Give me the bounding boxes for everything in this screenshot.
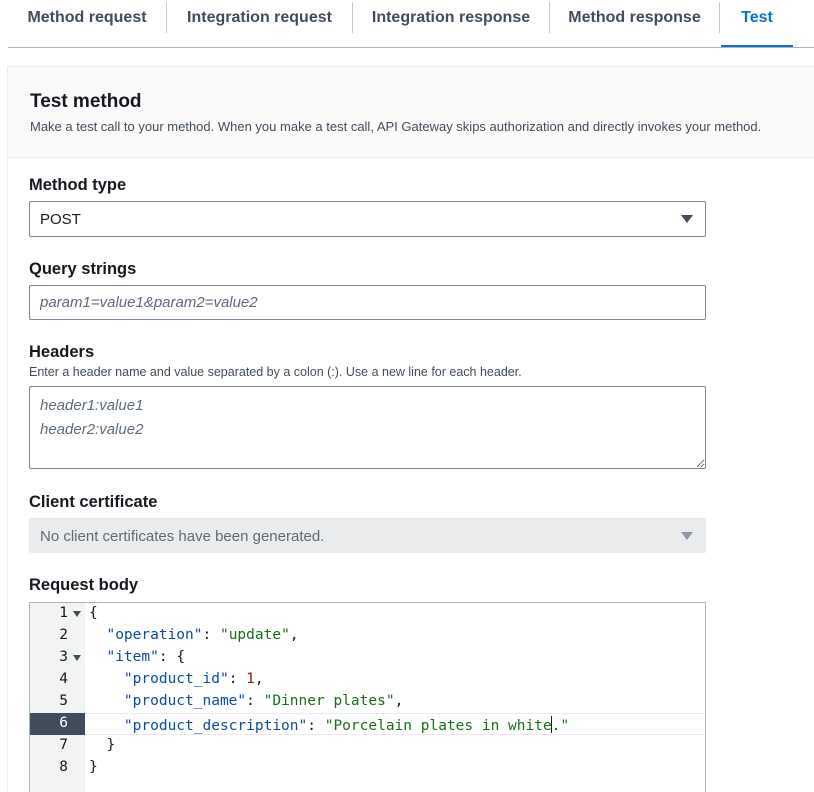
line-number-cell: 5 bbox=[30, 691, 85, 713]
headers-textarea[interactable] bbox=[29, 386, 706, 469]
code-text: } bbox=[106, 737, 116, 753]
tab-test[interactable]: Test bbox=[721, 0, 793, 48]
headers-label: Headers bbox=[29, 343, 95, 361]
code-line[interactable]: 3 "item": { bbox=[30, 647, 705, 669]
client-certificate-select[interactable]: No client certificates have been generat… bbox=[29, 518, 706, 553]
tab-label: Test bbox=[741, 9, 773, 26]
line-number-cell: 6 bbox=[30, 713, 85, 735]
query-strings-input[interactable] bbox=[29, 285, 706, 320]
method-type-value: POST bbox=[40, 211, 81, 228]
code-text: "product_id": 1, bbox=[123, 671, 264, 687]
tab-label: Integration response bbox=[371, 9, 531, 26]
line-number-cell: 7 bbox=[30, 735, 85, 757]
code-text: } bbox=[89, 759, 98, 775]
line-number: 3 bbox=[59, 649, 68, 665]
tab-divider bbox=[166, 2, 167, 33]
code-line[interactable]: 5 "product_name": "Dinner plates", bbox=[30, 691, 705, 713]
client-certificate-value: No client certificates have been generat… bbox=[40, 528, 325, 545]
line-number: 8 bbox=[59, 759, 68, 775]
page-description: Make a test call to your method. When yo… bbox=[30, 119, 762, 134]
line-number: 2 bbox=[59, 627, 68, 643]
text-cursor bbox=[550, 716, 552, 733]
code-text: "product_name": "Dinner plates", bbox=[123, 693, 404, 709]
code-line[interactable]: 8} bbox=[30, 757, 705, 779]
code-line[interactable]: 1{ bbox=[30, 603, 705, 625]
line-number: 7 bbox=[59, 737, 68, 753]
headers-description: Enter a header name and value separated … bbox=[29, 365, 522, 379]
fold-arrow-icon[interactable] bbox=[73, 611, 81, 617]
caret-down-icon bbox=[681, 532, 693, 540]
line-number-cell: 8 bbox=[30, 757, 85, 779]
page-title: Test method bbox=[30, 91, 142, 112]
line-number: 1 bbox=[59, 605, 68, 621]
test-method-panel: Test method Make a test call to your met… bbox=[7, 66, 814, 792]
code-text: "product_description": "Porcelain plates… bbox=[85, 713, 705, 735]
code-text: "item": { bbox=[106, 649, 186, 665]
code-text: { bbox=[89, 605, 98, 621]
code-line[interactable]: 6 "product_description": "Porcelain plat… bbox=[30, 713, 705, 735]
line-number-cell: 2 bbox=[30, 625, 85, 647]
tab-label: Integration request bbox=[187, 9, 332, 26]
method-type-label: Method type bbox=[29, 176, 127, 194]
line-number: 4 bbox=[59, 671, 68, 687]
tab-integration-request[interactable]: Integration request bbox=[167, 0, 352, 48]
line-number: 5 bbox=[59, 693, 68, 709]
line-number-cell: 1 bbox=[30, 603, 85, 625]
tab-bar: Method request Integration request Integ… bbox=[0, 0, 814, 48]
client-certificate-label: Client certificate bbox=[29, 493, 158, 511]
caret-down-icon bbox=[681, 215, 693, 223]
tab-label: Method response bbox=[568, 9, 701, 26]
request-body-label: Request body bbox=[29, 576, 139, 594]
code-line[interactable]: 2 "operation": "update", bbox=[30, 625, 705, 647]
line-number-cell: 3 bbox=[30, 647, 85, 669]
tab-integration-response[interactable]: Integration response bbox=[353, 0, 549, 48]
code-line[interactable]: 7 } bbox=[30, 735, 705, 757]
request-body-editor[interactable]: 1{2 "operation": "update",3 "item": {4 "… bbox=[29, 602, 706, 792]
method-type-select[interactable]: POST bbox=[29, 201, 706, 237]
code-text: "operation": "update", bbox=[106, 627, 299, 643]
tab-method-request[interactable]: Method request bbox=[8, 0, 166, 48]
fold-arrow-icon[interactable] bbox=[73, 655, 81, 661]
tab-label: Method request bbox=[27, 9, 147, 26]
query-strings-label: Query strings bbox=[29, 260, 137, 278]
code-line[interactable]: 4 "product_id": 1, bbox=[30, 669, 705, 691]
tab-method-response[interactable]: Method response bbox=[550, 0, 719, 48]
active-tab-indicator bbox=[721, 45, 793, 48]
line-number: 6 bbox=[59, 715, 68, 731]
tab-divider bbox=[719, 2, 720, 33]
tab-bar-divider bbox=[8, 47, 814, 48]
line-number-cell: 4 bbox=[30, 669, 85, 691]
tab-divider bbox=[549, 2, 550, 33]
line-number-gutter bbox=[30, 603, 85, 792]
panel-header: Test method Make a test call to your met… bbox=[8, 67, 814, 158]
tab-divider bbox=[352, 2, 353, 33]
